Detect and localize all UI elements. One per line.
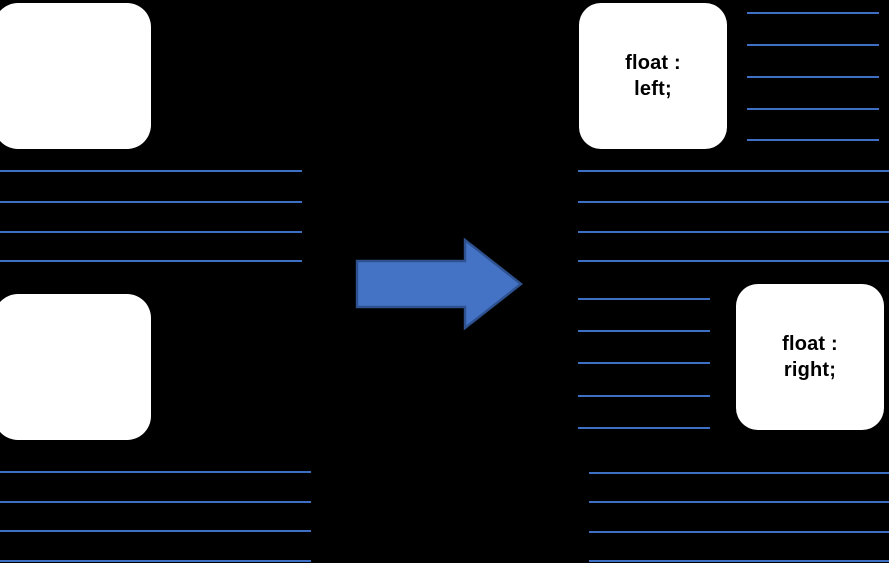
right-block-arrow	[355, 237, 523, 331]
text-rule	[0, 560, 311, 562]
float-right-card: float : right;	[736, 284, 884, 430]
text-rule	[0, 471, 311, 473]
text-rule	[0, 501, 311, 503]
text-rule	[578, 362, 710, 364]
text-rule	[589, 472, 889, 474]
text-rule	[747, 108, 879, 110]
text-rule	[578, 427, 710, 429]
text-rule	[0, 201, 302, 203]
text-rule	[589, 501, 889, 503]
after-floats-panel: float : left; float : right;	[570, 0, 889, 563]
text-rule	[747, 12, 879, 14]
text-rule	[589, 560, 889, 562]
image-placeholder-top	[0, 3, 151, 149]
text-rule	[578, 170, 889, 172]
text-rule	[578, 231, 889, 233]
text-rule	[747, 76, 879, 78]
before-floats-panel	[0, 0, 340, 563]
float-left-card-label: float : left;	[625, 51, 681, 100]
text-rule	[578, 298, 710, 300]
text-rule	[0, 260, 302, 262]
text-rule	[578, 330, 710, 332]
text-rule	[0, 530, 311, 532]
text-rule	[578, 260, 889, 262]
float-right-card-label: float : right;	[782, 332, 838, 381]
text-rule	[589, 531, 889, 533]
text-rule	[578, 201, 889, 203]
image-placeholder-bottom	[0, 294, 151, 440]
text-rule	[0, 231, 302, 233]
text-rule	[578, 395, 710, 397]
text-rule	[747, 139, 879, 141]
text-rule	[0, 170, 302, 172]
arrow-icon	[355, 237, 523, 331]
float-left-card: float : left;	[579, 3, 727, 149]
text-rule	[747, 44, 879, 46]
